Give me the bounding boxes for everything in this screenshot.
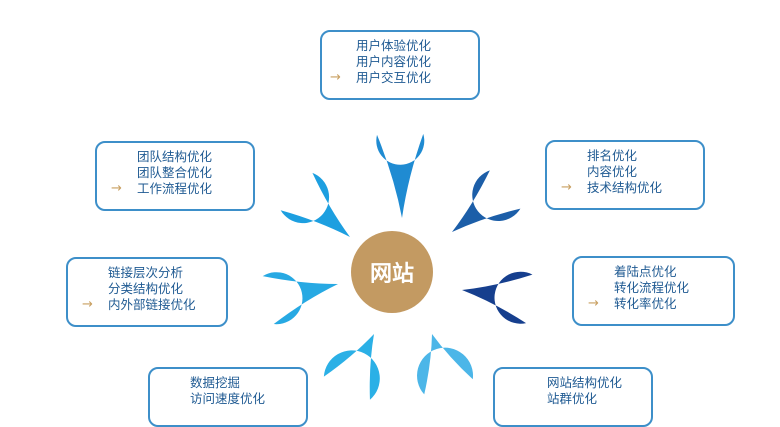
petal-label-line: 体验 <box>386 112 413 127</box>
box-liuliang: 排名优化内容优化 → 技术结构优化 <box>545 140 705 210</box>
arrow-icon: → <box>588 296 599 311</box>
petal-shuju <box>323 334 380 400</box>
box-item: 团队结构优化 <box>97 149 253 165</box>
petal-label-line: 资源 <box>438 390 465 406</box>
box-item: 数据挖掘 <box>150 375 306 391</box>
petal-label-tiyan: 体验优化 <box>380 111 420 145</box>
box-zhuanhuan: 着陆点优化转化流程优化 → 转化率优化 <box>572 256 735 326</box>
petal-tuandui <box>280 172 350 237</box>
petal-label-liuliang: 流量优化 <box>492 167 532 201</box>
center-label: 网站 <box>369 262 414 287</box>
petal-lianjie <box>262 272 338 325</box>
box-item: 团队整合优化 <box>97 165 253 181</box>
box-item-text: 用户交互优化 <box>356 70 432 85</box>
box-item-text: 着陆点优化 <box>614 264 677 279</box>
petal-ziyuan <box>417 334 474 395</box>
box-item: → 转化率优化 <box>574 296 733 312</box>
box-item-text: 团队整合优化 <box>137 165 213 180</box>
petal-label-line: 链接 <box>246 286 273 301</box>
box-item-text: 技术结构优化 <box>587 180 663 195</box>
petal-liuliang <box>452 170 521 232</box>
petal-label-ziyuan: 资源 <box>432 390 472 407</box>
box-item-text: 转化流程优化 <box>614 280 690 295</box>
box-item: 着陆点优化 <box>574 264 733 280</box>
box-item: 用户内容优化 <box>322 54 478 70</box>
box-item: 网站结构优化 <box>495 375 651 391</box>
petal-label-line: 优化 <box>246 303 273 318</box>
arrow-icon: → <box>111 181 122 196</box>
box-item: 转化流程优化 <box>574 280 733 296</box>
center-node: 网站 <box>351 231 433 313</box>
box-item-text: 团队结构优化 <box>137 149 213 164</box>
petal-tiyan <box>376 133 425 218</box>
box-tuandui: 团队结构优化团队整合优化 → 工作流程优化 <box>95 141 255 211</box>
box-item-text: 转化率优化 <box>614 296 677 311</box>
arrow-icon: → <box>561 180 572 195</box>
petal-layer <box>262 133 533 400</box>
box-item-text: 链接层次分析 <box>108 265 184 280</box>
box-item: 内容优化 <box>547 164 703 180</box>
petal-label-lianjie: 链接优化 <box>240 285 280 319</box>
petal-label-line: 数据 <box>328 390 355 406</box>
box-item-text: 内容优化 <box>587 164 638 179</box>
box-item: 排名优化 <box>547 148 703 164</box>
box-item: → 内外部链接优化 <box>68 297 226 313</box>
petal-label-line: 优化 <box>524 301 551 316</box>
box-item: 分类结构优化 <box>68 281 226 297</box>
box-item-text: 分类结构优化 <box>108 281 184 296</box>
box-tiyan: 用户体验优化用户内容优化 → 用户交互优化 <box>320 30 480 100</box>
petal-label-line: 优化 <box>276 187 303 202</box>
box-item-text: 用户内容优化 <box>356 54 432 69</box>
box-lianjie: 链接层次分析分类结构优化 → 内外部链接优化 <box>66 257 228 327</box>
arrow-icon: → <box>82 297 93 312</box>
box-item: → 工作流程优化 <box>97 181 253 197</box>
petal-label-shuju: 数据 <box>322 390 362 407</box>
box-item-text: 站群优化 <box>547 391 598 406</box>
petal-label-line: 优化 <box>386 129 413 144</box>
petal-label-line: 转换 <box>524 284 551 299</box>
box-item-text: 排名优化 <box>587 148 638 163</box>
box-item: 站群优化 <box>495 391 651 407</box>
box-item: → 用户交互优化 <box>322 70 478 86</box>
box-item: 访问速度优化 <box>150 391 306 407</box>
box-item: 用户体验优化 <box>322 38 478 54</box>
petal-label-line: 团队 <box>276 170 303 185</box>
box-item-text: 数据挖掘 <box>190 375 241 390</box>
box-item-text: 访问速度优化 <box>190 391 266 406</box>
box-item-text: 内外部链接优化 <box>108 297 196 312</box>
petal-label-zhuanhuan: 转换优化 <box>518 283 558 317</box>
box-item: → 技术结构优化 <box>547 180 703 196</box>
arrow-icon: → <box>330 70 341 85</box>
box-shuju: 数据挖掘访问速度优化 <box>148 367 308 427</box>
box-item-text: 网站结构优化 <box>547 375 623 390</box>
box-item-text: 用户体验优化 <box>356 38 432 53</box>
petal-label-tuandui: 团队优化 <box>270 169 310 203</box>
petal-label-line: 优化 <box>498 185 525 200</box>
box-ziyuan: 网站结构优化站群优化 <box>493 367 653 427</box>
box-item-text: 工作流程优化 <box>137 181 213 196</box>
box-item: 链接层次分析 <box>68 265 226 281</box>
petal-label-line: 流量 <box>498 168 525 183</box>
